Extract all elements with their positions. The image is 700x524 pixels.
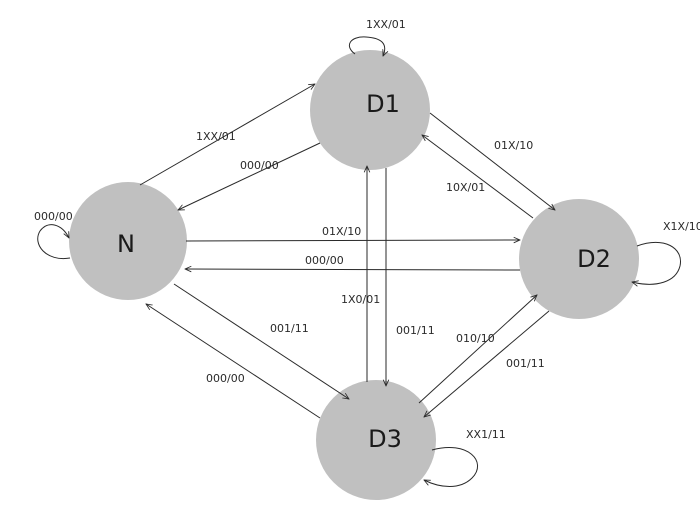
transition-d3-n: 000/00 xyxy=(146,304,321,419)
transition-d2-n-label: 000/00 xyxy=(305,254,344,267)
transition-d1-d2: 01X/10 xyxy=(429,112,555,210)
state-d1: D1 xyxy=(310,50,430,170)
transition-d3-loop-label: XX1/11 xyxy=(466,428,506,441)
transition-n-d1-label: 1XX/01 xyxy=(196,130,236,143)
transition-d1-n: 000/00 xyxy=(178,142,321,211)
transition-n-d2: 01X/10 xyxy=(185,225,520,241)
transition-d2-loop: X1X/10 xyxy=(632,220,700,284)
transition-n-d2-label: 01X/10 xyxy=(322,225,361,238)
transition-d1-d3: 001/11 xyxy=(386,168,435,386)
transition-d2-d1-label: 10X/01 xyxy=(446,181,485,194)
transition-n-loop: 000/00 xyxy=(34,210,73,260)
transition-n-d3-label: 001/11 xyxy=(270,322,309,335)
state-n: N xyxy=(69,182,187,300)
transition-n-d3: 001/11 xyxy=(173,283,349,399)
state-n-circle xyxy=(69,182,187,300)
transition-d1-loop: 1XX/01 xyxy=(348,18,406,56)
state-d1-circle xyxy=(310,50,430,170)
transition-d3-d2-label: 010/10 xyxy=(456,332,495,345)
state-d3-label: D3 xyxy=(368,425,402,453)
transition-d2-d3: 001/11 xyxy=(424,310,550,417)
transition-n-loop-label: 000/00 xyxy=(34,210,73,223)
transition-d1-d2-label: 01X/10 xyxy=(494,139,533,152)
transition-d3-d2: 010/10 xyxy=(418,295,537,404)
state-d3: D3 xyxy=(316,380,436,500)
transition-d3-loop: XX1/11 xyxy=(424,428,506,487)
transition-d3-d1: 1X0/01 xyxy=(341,166,380,382)
state-d2-label: D2 xyxy=(577,245,611,273)
transition-d3-n-label: 000/00 xyxy=(206,372,245,385)
state-d2-circle xyxy=(519,199,639,319)
transition-d2-d1: 10X/01 xyxy=(422,135,534,219)
transition-d2-n: 000/00 xyxy=(185,254,521,270)
state-d2: D2 xyxy=(519,199,639,319)
transition-d2-d3-label: 001/11 xyxy=(506,357,545,370)
transition-d3-d1-label: 1X0/01 xyxy=(341,293,380,306)
transition-d1-n-label: 000/00 xyxy=(240,159,279,172)
transition-d2-loop-label: X1X/10 xyxy=(663,220,700,233)
transition-n-d1: 1XX/01 xyxy=(139,84,315,186)
state-d1-label: D1 xyxy=(366,90,400,118)
state-n-label: N xyxy=(117,230,135,258)
transition-d1-loop-label: 1XX/01 xyxy=(366,18,406,31)
transition-d1-d3-label: 001/11 xyxy=(396,324,435,337)
state-d3-circle xyxy=(316,380,436,500)
